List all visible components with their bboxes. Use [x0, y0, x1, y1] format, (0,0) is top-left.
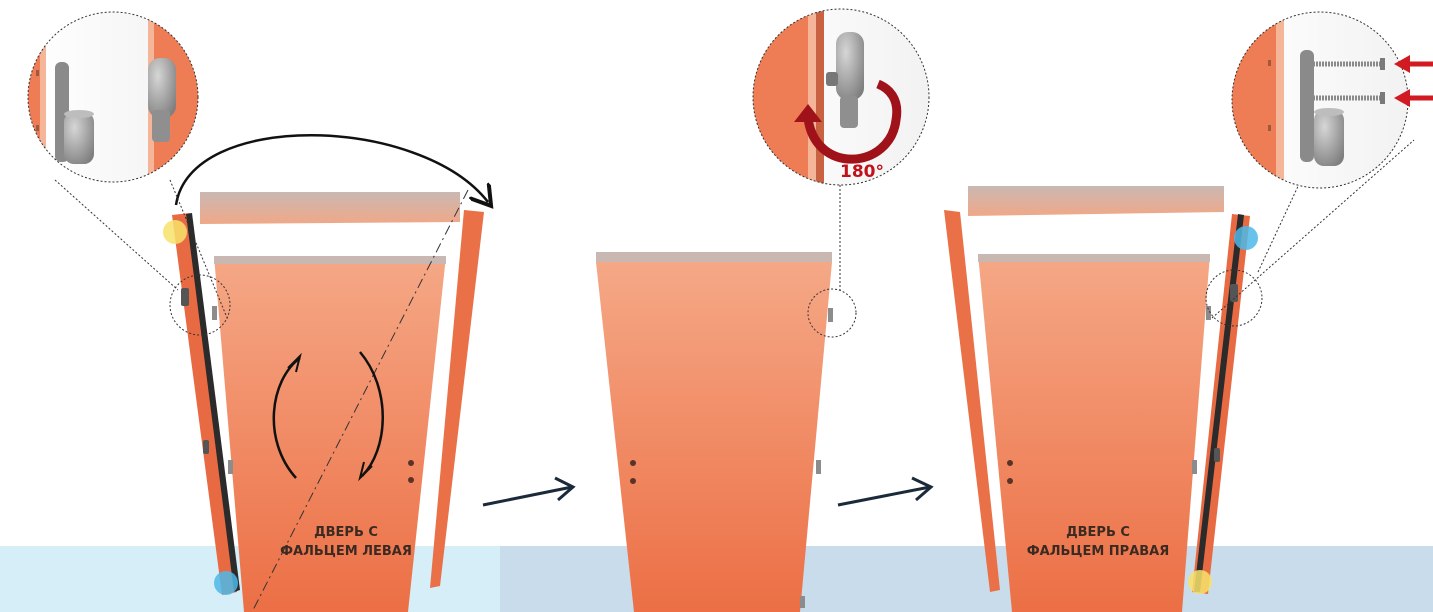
- hinge-icon: [800, 596, 805, 608]
- marker-blue-top: [1234, 226, 1258, 250]
- handle-hole: [408, 460, 414, 466]
- insert-arrow-icon: [1394, 89, 1433, 107]
- zoom-target: [169, 274, 231, 336]
- hinge-icon: [212, 306, 217, 320]
- rotation-axis: [251, 189, 469, 612]
- left-frame-jamb-left: [172, 213, 237, 595]
- rotate-arrow-icon: [359, 351, 384, 477]
- marker-yellow-top: [163, 220, 187, 244]
- handle-hole: [408, 477, 414, 483]
- marker-yellow-bottom: [1188, 570, 1212, 594]
- zoom-target: [1205, 269, 1263, 327]
- marker-blue-bottom: [214, 571, 238, 595]
- left-door-label: ДВЕРЬ С ФАЛЬЦЕМ ЛЕВАЯ: [246, 523, 446, 561]
- middle-door-leaf: [596, 262, 832, 612]
- arrow-right-icon: [837, 485, 931, 507]
- zoom-circle-screws: [1231, 11, 1433, 189]
- zoom-circle-rotate: [752, 8, 930, 186]
- right-door-assembly: [944, 139, 1415, 612]
- swap-arrow-icon: [174, 134, 488, 205]
- hinge-icon: [1206, 306, 1211, 320]
- right-frame-top: [968, 186, 1224, 216]
- hinge-pin-icon: [826, 32, 864, 128]
- hinge-icon: [828, 308, 833, 322]
- zoom-target: [807, 288, 857, 338]
- handle-hole: [1007, 460, 1013, 466]
- zoom-circle-hinge-left: [27, 11, 199, 183]
- left-door-leaf: [214, 256, 446, 612]
- arrow-right-icon: [482, 485, 573, 507]
- right-door-leaf: [978, 254, 1210, 612]
- right-door-label: ДВЕРЬ С ФАЛЬЦЕМ ПРАВАЯ: [998, 523, 1198, 561]
- right-frame-jamb-left: [944, 210, 1000, 592]
- right-door-label-line2: ФАЛЬЦЕМ ПРАВАЯ: [1026, 544, 1170, 559]
- hinge-icon: [203, 440, 209, 454]
- hinge-icon: [228, 460, 233, 474]
- screw-icon: [1310, 58, 1385, 70]
- right-door-label-line1: ДВЕРЬ С: [1066, 525, 1130, 540]
- rotate-arrow-icon: [272, 356, 301, 479]
- insert-arrow-icon: [1394, 55, 1433, 73]
- hinge-icon: [1214, 448, 1220, 462]
- hinge-icon: [1300, 50, 1344, 166]
- handle-hole: [630, 478, 636, 484]
- middle-door: [596, 185, 857, 612]
- left-frame-top: [200, 192, 460, 224]
- left-frame-jamb-right: [430, 210, 484, 588]
- handle-hole: [630, 460, 636, 466]
- hinge-icon: [816, 460, 821, 474]
- left-door-label-line2: ФАЛЬЦЕМ ЛЕВАЯ: [280, 544, 412, 559]
- rotate-180-icon: [803, 79, 902, 164]
- rotation-angle-label: 180°: [840, 162, 884, 182]
- left-door-label-line1: ДВЕРЬ С: [314, 525, 378, 540]
- hinge-icon: [55, 58, 176, 164]
- screw-icon: [1310, 92, 1385, 104]
- hinge-icon: [1230, 284, 1238, 302]
- hinge-icon: [181, 288, 189, 306]
- hinge-icon: [1192, 460, 1197, 474]
- left-door-assembly: [54, 134, 488, 612]
- handle-hole: [1007, 478, 1013, 484]
